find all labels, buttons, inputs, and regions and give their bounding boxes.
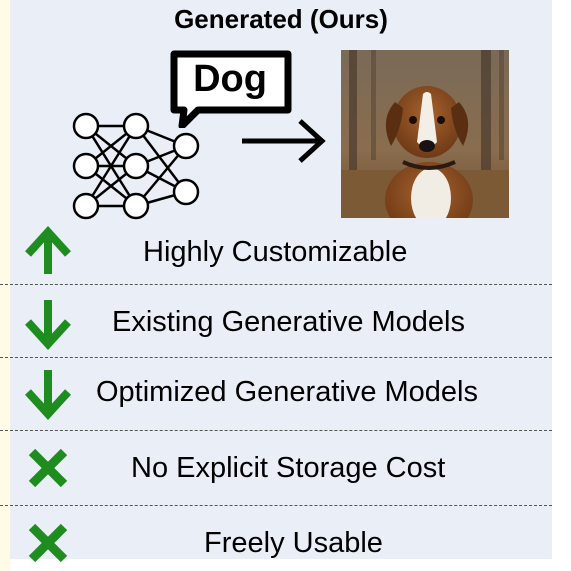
- panel-title: Generated (Ours): [174, 4, 388, 34]
- arrow-up-icon: [25, 226, 71, 274]
- arrow-down-icon: [25, 300, 71, 350]
- prompt-word: Dog: [193, 58, 267, 100]
- right-arrow-icon: [242, 119, 326, 163]
- row-label-customizable: Highly Customizable: [143, 236, 408, 268]
- row-divider: [0, 505, 552, 506]
- row-divider: [0, 284, 552, 285]
- row-label-existing-models: Existing Generative Models: [112, 306, 465, 338]
- row-divider: [0, 430, 552, 431]
- cross-icon: [28, 448, 68, 488]
- row-label-storage-cost: No Explicit Storage Cost: [131, 452, 446, 484]
- neural-network-icon: [72, 112, 200, 220]
- speech-bubble-icon: [170, 50, 292, 128]
- arrow-down-icon: [25, 370, 71, 420]
- cross-icon: [28, 523, 68, 563]
- row-label-freely-usable: Freely Usable: [204, 527, 383, 559]
- row-label-optimized-models: Optimized Generative Models: [96, 376, 478, 408]
- row-divider: [0, 357, 552, 358]
- dog-photo: [341, 50, 509, 218]
- left-margin-strip: [0, 0, 10, 571]
